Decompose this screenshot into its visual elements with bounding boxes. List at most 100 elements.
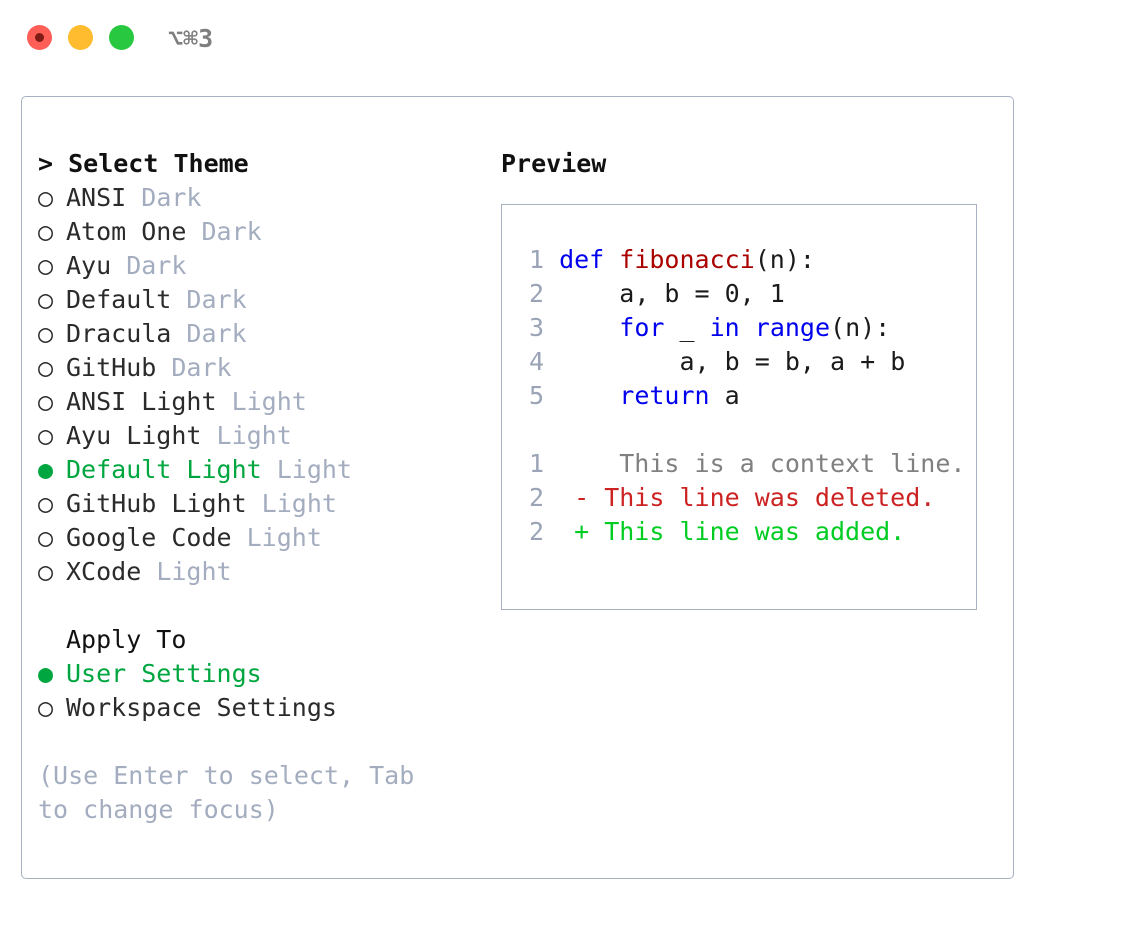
- code-token: a: [709, 381, 740, 410]
- hint-spacer: [38, 725, 488, 759]
- apply-to-heading: Apply To: [66, 625, 187, 654]
- theme-option-label: Google Code: [66, 523, 232, 552]
- diff-line: 1 This is a context line.: [516, 447, 970, 481]
- radio-unselected-icon: ○: [38, 557, 54, 586]
- theme-option-label: Ayu: [66, 251, 112, 280]
- theme-option-tag: Light: [141, 557, 232, 586]
- radio-unselected-icon: ○: [38, 251, 54, 280]
- theme-option-tag: Dark: [171, 285, 247, 314]
- diff-line: 2 - This line was deleted.: [516, 481, 970, 515]
- theme-option-label: ANSI Light: [66, 387, 217, 416]
- code-diff-separator: [516, 413, 970, 447]
- theme-option-label: ANSI: [66, 183, 127, 212]
- preview-heading: Preview: [501, 149, 607, 178]
- theme-option-tag: Dark: [171, 319, 247, 348]
- theme-option-label: XCode: [66, 557, 142, 586]
- code-token: (n):: [754, 245, 815, 274]
- theme-option[interactable]: ○GitHub Light Light: [38, 487, 488, 521]
- code-token: fibonacci: [619, 245, 755, 274]
- preview-column: Preview 1 def fibonacci(n):2 a, b = 0, 1…: [501, 147, 1001, 610]
- code-line: 5 return a: [516, 379, 970, 413]
- theme-option[interactable]: ○ Google Code Light: [38, 521, 488, 555]
- theme-option-label: Ayu Light: [66, 421, 202, 450]
- theme-list-column: > Select Theme ○ANSI Dark○Atom One Dark○…: [38, 147, 488, 827]
- theme-option[interactable]: ○ANSI Light Light: [38, 385, 488, 419]
- line-number: 4: [528, 347, 544, 376]
- code-token: a, b = 0, 1: [559, 279, 785, 308]
- radio-unselected-icon: ○: [38, 523, 54, 552]
- radio-unselected-icon: ○: [38, 353, 54, 382]
- diff-line-text: - This line was deleted.: [544, 483, 936, 512]
- code-line: 2 a, b = 0, 1: [516, 277, 970, 311]
- minimize-window-button[interactable]: [68, 25, 93, 50]
- code-token: return: [619, 381, 710, 410]
- keyboard-shortcut-label: ⌥⌘3: [168, 24, 214, 53]
- line-number: 1: [528, 449, 544, 478]
- theme-option[interactable]: ○ XCode Light: [38, 555, 488, 589]
- theme-option[interactable]: ○ Default Dark: [38, 283, 488, 317]
- theme-option-label: Default Light: [66, 455, 262, 484]
- radio-unselected-icon: ○: [38, 489, 54, 518]
- line-number: 3: [528, 313, 544, 342]
- maximize-window-button[interactable]: [109, 25, 134, 50]
- theme-option[interactable]: ○ GitHub Dark: [38, 351, 488, 385]
- theme-option[interactable]: ○Ayu Light Light: [38, 419, 488, 453]
- theme-option-tag: Dark: [156, 353, 232, 382]
- radio-selected-icon: ●: [38, 659, 54, 688]
- radio-unselected-icon: ○: [38, 693, 54, 722]
- code-token: range: [754, 313, 831, 342]
- radio-unselected-icon: ○: [38, 183, 54, 212]
- apply-to-option-label: User Settings: [66, 659, 262, 688]
- apply-to-option-label: Workspace Settings: [66, 693, 337, 722]
- radio-unselected-icon: ○: [38, 285, 54, 314]
- keyboard-hint-text: (Use Enter to select, Tab to change focu…: [38, 761, 415, 824]
- code-token: [740, 313, 755, 342]
- line-number: 2: [528, 517, 544, 546]
- line-number: 5: [528, 381, 544, 410]
- select-theme-heading: > Select Theme: [38, 149, 249, 178]
- radio-unselected-icon: ○: [38, 217, 54, 246]
- theme-option-tag: Light: [216, 387, 307, 416]
- code-token: (n):: [830, 313, 891, 342]
- theme-selector-panel: > Select Theme ○ANSI Dark○Atom One Dark○…: [21, 96, 1014, 879]
- theme-option-tag: Dark: [111, 251, 187, 280]
- theme-option[interactable]: ○ Dracula Dark: [38, 317, 488, 351]
- apply-to-option[interactable]: ○ Workspace Settings: [38, 691, 488, 725]
- radio-unselected-icon: ○: [38, 319, 54, 348]
- theme-option-label: Dracula: [66, 319, 172, 348]
- theme-option[interactable]: ○ Ayu Dark: [38, 249, 488, 283]
- title-bar: ⌥⌘3: [0, 0, 1140, 78]
- code-token: [559, 381, 619, 410]
- theme-option[interactable]: ● Default Light Light: [38, 453, 488, 487]
- diff-line-text: + This line was added.: [544, 517, 906, 546]
- code-line: 1 def fibonacci(n):: [516, 243, 970, 277]
- theme-option-tag: Light: [231, 523, 322, 552]
- theme-option-tag: Light: [261, 455, 352, 484]
- theme-option-tag: Light: [201, 421, 292, 450]
- code-token: in: [709, 313, 740, 342]
- code-token: a, b = b, a + b: [559, 347, 906, 376]
- theme-list: ○ ANSI Dark ○ Atom One Dark ○ Ayu Dark ○ Defaul…: [38, 181, 488, 589]
- code-token: _: [664, 313, 710, 342]
- close-window-button[interactable]: [27, 25, 52, 50]
- theme-option-label: GitHub Light: [66, 489, 247, 518]
- code-token: [559, 313, 619, 342]
- apply-to-option[interactable]: ● User Settings: [38, 657, 488, 691]
- radio-selected-icon: ●: [38, 455, 54, 484]
- theme-option-tag: Dark: [126, 183, 202, 212]
- list-spacer: [38, 589, 488, 623]
- theme-option-label: GitHub: [66, 353, 157, 382]
- theme-option[interactable]: ○ Atom One Dark: [38, 215, 488, 249]
- theme-option[interactable]: ○ ANSI Dark: [38, 181, 488, 215]
- theme-option-label: Default: [66, 285, 172, 314]
- theme-option-tag: Dark: [186, 217, 262, 246]
- diff-line: 2 + This line was added.: [516, 515, 970, 549]
- apply-to-list: ● User Settings ○ Workspace Settings: [38, 657, 488, 725]
- code-line: 3 for _ in range(n):: [516, 311, 970, 345]
- theme-option-label: Atom One: [66, 217, 187, 246]
- code-token: def: [559, 245, 620, 274]
- traffic-light-buttons: [27, 25, 134, 50]
